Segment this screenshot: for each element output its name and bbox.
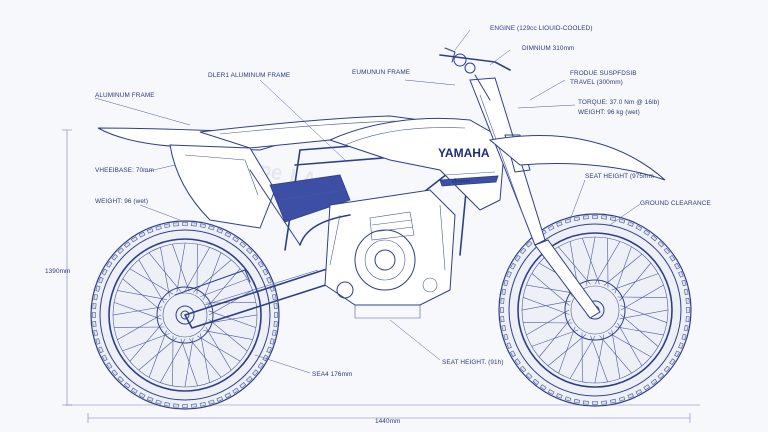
label-dimension: DIMNIUM 310mm	[522, 45, 574, 52]
engine	[324, 189, 456, 319]
exhaust	[249, 169, 351, 246]
label-aluminum-frame-top: ALUMINUM FRAME	[95, 92, 155, 99]
label-seat-height-bottom: SEAT HEIGHT. (91h)	[442, 359, 504, 366]
label-aluminum-frame-left: DLER1 ALUMINUM FRAME	[208, 72, 290, 79]
label-seat-bottom: SEA4 176mm	[312, 371, 352, 378]
label-ground-clearance: GROUND CLEARANCE	[640, 200, 711, 207]
label-travel: TRAVEL (300mm)	[570, 79, 623, 86]
label-weight-left: WEIGHT: 96 (wet)	[95, 198, 148, 205]
label-weight-right: WEIGHT: 96 kg (wet)	[578, 109, 640, 116]
label-torque: TORQUE: 37.0 Nm @ 16lb)	[578, 99, 659, 106]
label-engine: ENGINE (129cc LIOUID-COOLED)	[490, 25, 593, 32]
label-height-dim: 1390mm	[45, 268, 70, 275]
label-wheelbase: VHEEIBASE: 70mm	[95, 167, 154, 174]
front-fork	[469, 77, 601, 319]
leader-lines	[94, 29, 641, 374]
label-length-dim: 1440mm	[375, 418, 400, 425]
label-front-suspension: FRODUE SUSPFDSIB	[570, 70, 637, 77]
model-badge: Ǿmmm	[451, 178, 470, 185]
label-aluminum-frame-right: EUMUNUN FRAME	[352, 69, 410, 76]
fuel-tank	[328, 117, 506, 211]
label-seat-height-right: SEAT HEIGHT (975mm	[585, 173, 654, 180]
brand-logo: YAMAHA	[438, 146, 490, 160]
front-fender	[488, 135, 666, 181]
handlebar	[439, 47, 511, 101]
